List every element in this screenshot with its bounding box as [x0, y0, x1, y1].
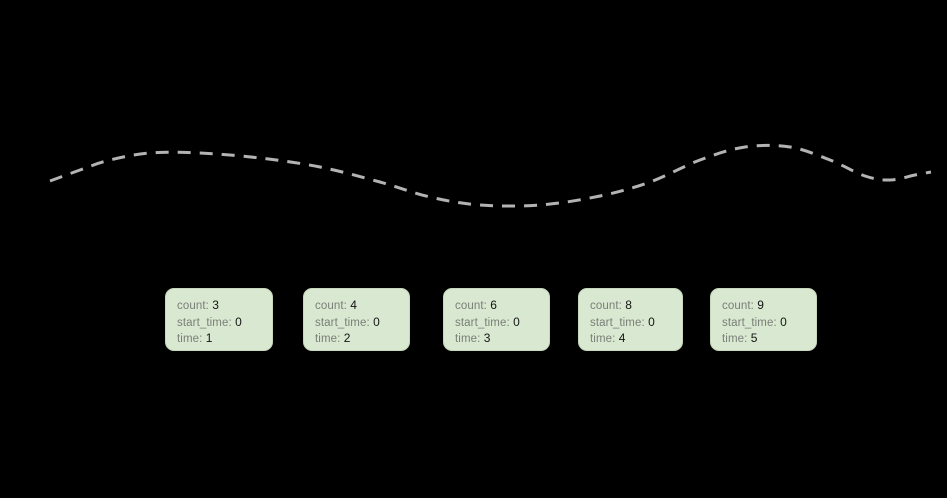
node-field-time: time: 1: [177, 331, 261, 348]
node-field-time: time: 4: [590, 331, 671, 348]
node-field-label: start_time:: [315, 316, 370, 329]
node-field-value: 3: [212, 298, 220, 312]
node-field-label: time:: [455, 333, 481, 345]
node-field-label: time:: [590, 333, 616, 345]
node-field-value: 5: [750, 331, 758, 345]
node-field-value: 0: [780, 314, 787, 329]
node-field-start_time: start_time: 0: [455, 315, 538, 332]
node-field-label: start_time:: [455, 316, 510, 329]
node-field-start_time: start_time: 0: [315, 315, 398, 332]
node-field-value: 1: [205, 331, 213, 345]
node-field-time: time: 2: [315, 331, 398, 348]
node-field-count: count: 3: [177, 298, 261, 315]
node-field-time: time: 3: [455, 331, 538, 348]
node-field-count: count: 8: [590, 298, 671, 315]
node-field-label: count:: [177, 300, 209, 312]
node-field-value: 0: [513, 314, 520, 329]
node-field-label: time:: [315, 333, 341, 345]
node-field-label: start_time:: [177, 316, 232, 329]
node-field-label: count:: [315, 300, 347, 312]
node-field-label: start_time:: [722, 316, 777, 329]
node-field-label: count:: [455, 300, 487, 312]
node-field-label: time:: [722, 333, 748, 345]
node-field-value: 2: [343, 331, 351, 345]
node-field-label: count:: [722, 300, 754, 312]
node-field-value: 0: [648, 314, 655, 329]
node-field-start_time: start_time: 0: [590, 315, 671, 332]
node-field-value: 8: [625, 298, 633, 312]
node-field-value: 0: [373, 314, 380, 329]
node-field-value: 0: [235, 314, 242, 329]
node-field-count: count: 9: [722, 298, 805, 315]
node-field-label: start_time:: [590, 316, 645, 329]
node-field-start_time: start_time: 0: [722, 315, 805, 332]
node-field-value: 9: [757, 298, 765, 312]
node-field-count: count: 6: [455, 298, 538, 315]
dashed-wave-curve-path: [49, 143, 932, 208]
node-field-value: 4: [350, 298, 358, 312]
node-field-label: time:: [177, 333, 203, 345]
node-field-label: count:: [590, 300, 622, 312]
node-field-time: time: 5: [722, 331, 805, 348]
node-field-start_time: start_time: 0: [177, 315, 261, 332]
node-field-count: count: 4: [315, 298, 398, 315]
node-field-value: 3: [483, 331, 491, 345]
node-field-value: 4: [618, 331, 626, 345]
node-field-value: 6: [490, 298, 498, 312]
